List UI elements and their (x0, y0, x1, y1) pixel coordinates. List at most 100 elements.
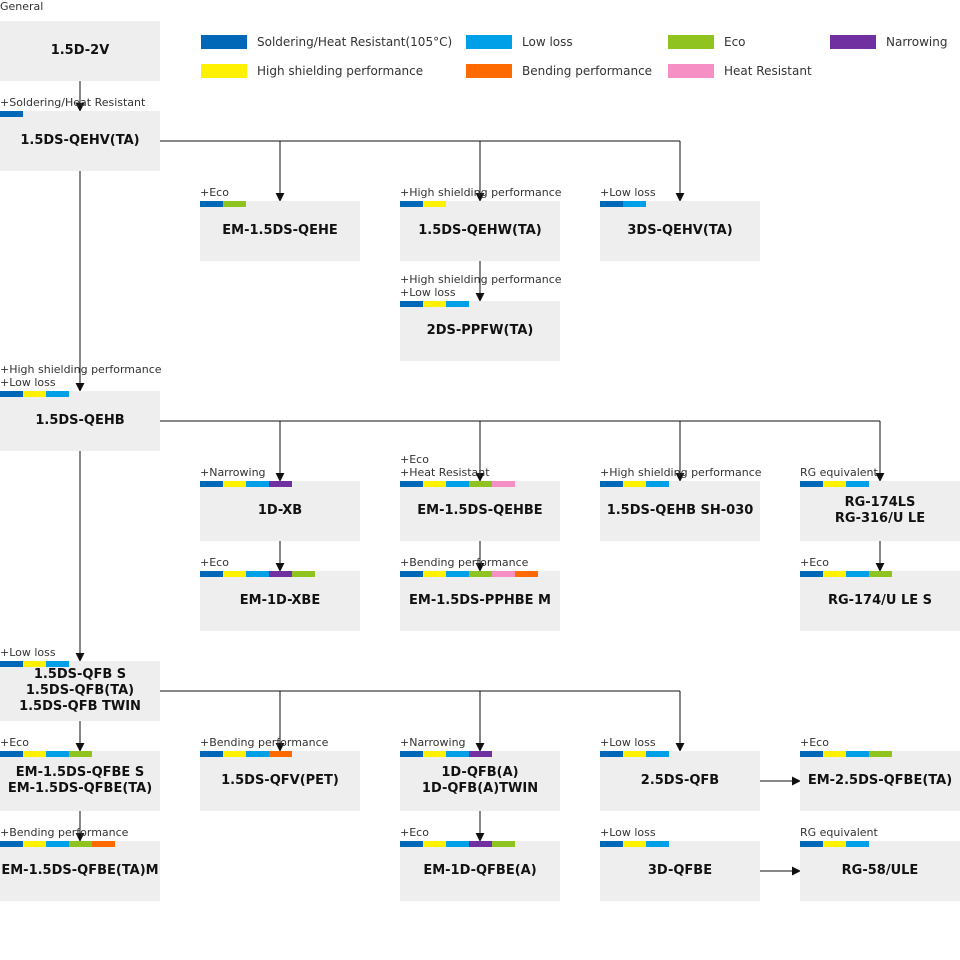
feature-bar-narrow (269, 571, 292, 577)
feature-bar-solder (200, 481, 223, 487)
cable-name: 2DS-PPFW(TA) (426, 323, 534, 338)
cable-name: RG-174LS (844, 495, 916, 510)
legend-swatch-solder (201, 35, 247, 49)
feature-bar-shield (223, 751, 246, 757)
cable-node: EM-1.5DS-QEHBE (400, 481, 560, 541)
annotation-line: +Bending performance (0, 826, 129, 839)
feature-bar-strip (600, 841, 669, 847)
node-annotation: +Eco (200, 186, 229, 199)
legend-label-lowloss: Low loss (522, 35, 573, 49)
feature-bar-solder (400, 301, 423, 307)
cable-name: EM-1D-QFBE(A) (423, 863, 537, 878)
feature-bar-lowloss (623, 201, 646, 207)
legend-swatch-heat (668, 64, 714, 78)
cable-node: 2DS-PPFW(TA) (400, 301, 560, 361)
feature-bar-lowloss (246, 571, 269, 577)
cable-name: EM-1.5DS-QEHE (222, 223, 338, 238)
feature-bar-strip (400, 841, 515, 847)
feature-bar-strip (0, 111, 23, 117)
annotation-line: +Low loss (600, 826, 656, 839)
feature-bar-shield (823, 751, 846, 757)
feature-bar-shield (423, 751, 446, 757)
feature-bar-shield (223, 571, 246, 577)
cable-node: EM-2.5DS-QFBE(TA) (800, 751, 960, 811)
cable-name: EM-1.5DS-PPHBE M (409, 593, 551, 608)
annotation-line: +Narrowing (200, 466, 266, 479)
cable-name: 1.5DS-QFV(PET) (221, 773, 339, 788)
cable-name: 1.5DS-QFB(TA) (25, 683, 135, 698)
feature-bar-eco (469, 571, 492, 577)
node-annotation: +High shielding performance (400, 186, 562, 199)
feature-bar-strip (0, 661, 69, 667)
legend-swatch-shield (201, 64, 247, 78)
annotation-line: +Heat Resistant (400, 466, 490, 479)
feature-bar-solder (800, 751, 823, 757)
cable-node: EM-1D-XBE (200, 571, 360, 631)
legend-label-eco: Eco (724, 35, 746, 49)
node-annotation: +Narrowing (200, 466, 266, 479)
feature-bar-eco (223, 201, 246, 207)
feature-bar-solder (0, 841, 23, 847)
feature-bar-narrow (469, 841, 492, 847)
feature-bar-eco (69, 841, 92, 847)
feature-bar-strip (400, 301, 469, 307)
annotation-line: +Eco (200, 556, 229, 569)
feature-bar-solder (200, 751, 223, 757)
feature-bar-strip (600, 751, 669, 757)
cable-name: 1D-QFB(A)TWIN (421, 781, 539, 796)
legend-swatch-narrow (830, 35, 876, 49)
feature-bar-solder (200, 201, 223, 207)
feature-bar-solder (200, 571, 223, 577)
feature-bar-lowloss (246, 751, 269, 757)
feature-bar-strip (200, 571, 315, 577)
node-annotation: +High shielding performance+Low loss (400, 273, 562, 299)
feature-bar-strip (800, 841, 869, 847)
feature-bar-shield (423, 571, 446, 577)
cable-node: 1.5DS-QFV(PET) (200, 751, 360, 811)
node-annotation: +Narrowing (400, 736, 466, 749)
cable-node: 2.5DS-QFB (600, 751, 760, 811)
annotation-line: +Bending performance (400, 556, 529, 569)
feature-bar-solder (400, 751, 423, 757)
cable-node: 1.5DS-QEHB (0, 391, 160, 451)
annotation-line: +Bending performance (200, 736, 329, 749)
feature-bar-bend (269, 751, 292, 757)
cable-node: RG-58/ULE (800, 841, 960, 901)
legend-swatch-lowloss (466, 35, 512, 49)
feature-bar-lowloss (246, 481, 269, 487)
feature-bar-strip (0, 841, 115, 847)
feature-bar-shield (623, 481, 646, 487)
feature-bar-narrow (469, 751, 492, 757)
feature-bar-lowloss (446, 751, 469, 757)
cable-node: 1D-QFB(A)1D-QFB(A)TWIN (400, 751, 560, 811)
annotation-line: +Eco (400, 453, 429, 466)
annotation-line: +High shielding performance (0, 363, 162, 376)
legend-swatch-bend (466, 64, 512, 78)
feature-bar-lowloss (846, 751, 869, 757)
cable-name: 3D-QFBE (647, 863, 713, 878)
feature-bar-lowloss (646, 751, 669, 757)
cable-name: 3DS-QEHV(TA) (627, 223, 733, 238)
node-annotation: +Eco (200, 556, 229, 569)
feature-bar-solder (0, 391, 23, 397)
feature-bar-solder (400, 201, 423, 207)
feature-bar-heat (492, 571, 515, 577)
cable-name: EM-1D-XBE (239, 593, 321, 608)
feature-bar-bend (92, 841, 115, 847)
node-annotation: +Low loss (600, 826, 656, 839)
feature-bar-shield (623, 751, 646, 757)
legend-label-narrow: Narrowing (886, 35, 948, 49)
node-annotation: RG equivalent (800, 466, 878, 479)
cable-name: RG-58/ULE (841, 863, 919, 878)
feature-bar-strip (0, 391, 69, 397)
cable-name: EM-1.5DS-QFBE(TA) (7, 781, 153, 796)
feature-bar-heat (492, 481, 515, 487)
feature-bar-lowloss (846, 571, 869, 577)
legend-label-bend: Bending performance (522, 64, 653, 78)
feature-bar-lowloss (46, 391, 69, 397)
annotation-line: +High shielding performance (600, 466, 762, 479)
annotation-line: +Eco (200, 186, 229, 199)
legend-label-solder: Soldering/Heat Resistant(105°C) (257, 35, 453, 49)
